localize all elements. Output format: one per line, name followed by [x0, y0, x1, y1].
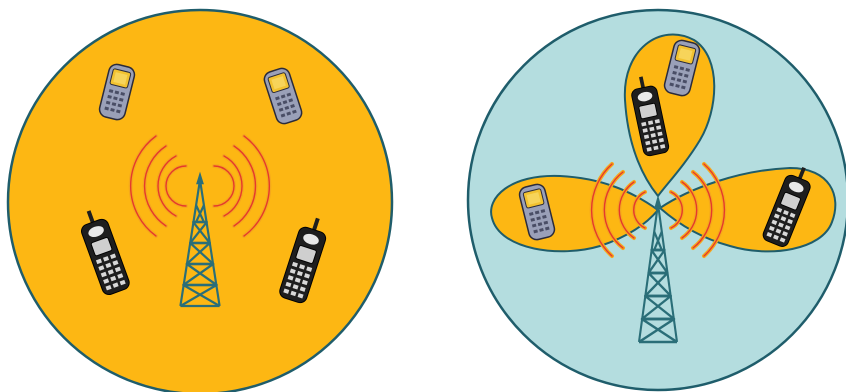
omni-coverage-circle [8, 10, 392, 392]
omnidirectional-coverage-panel [8, 10, 392, 392]
beamformed-coverage-panel [468, 10, 846, 390]
